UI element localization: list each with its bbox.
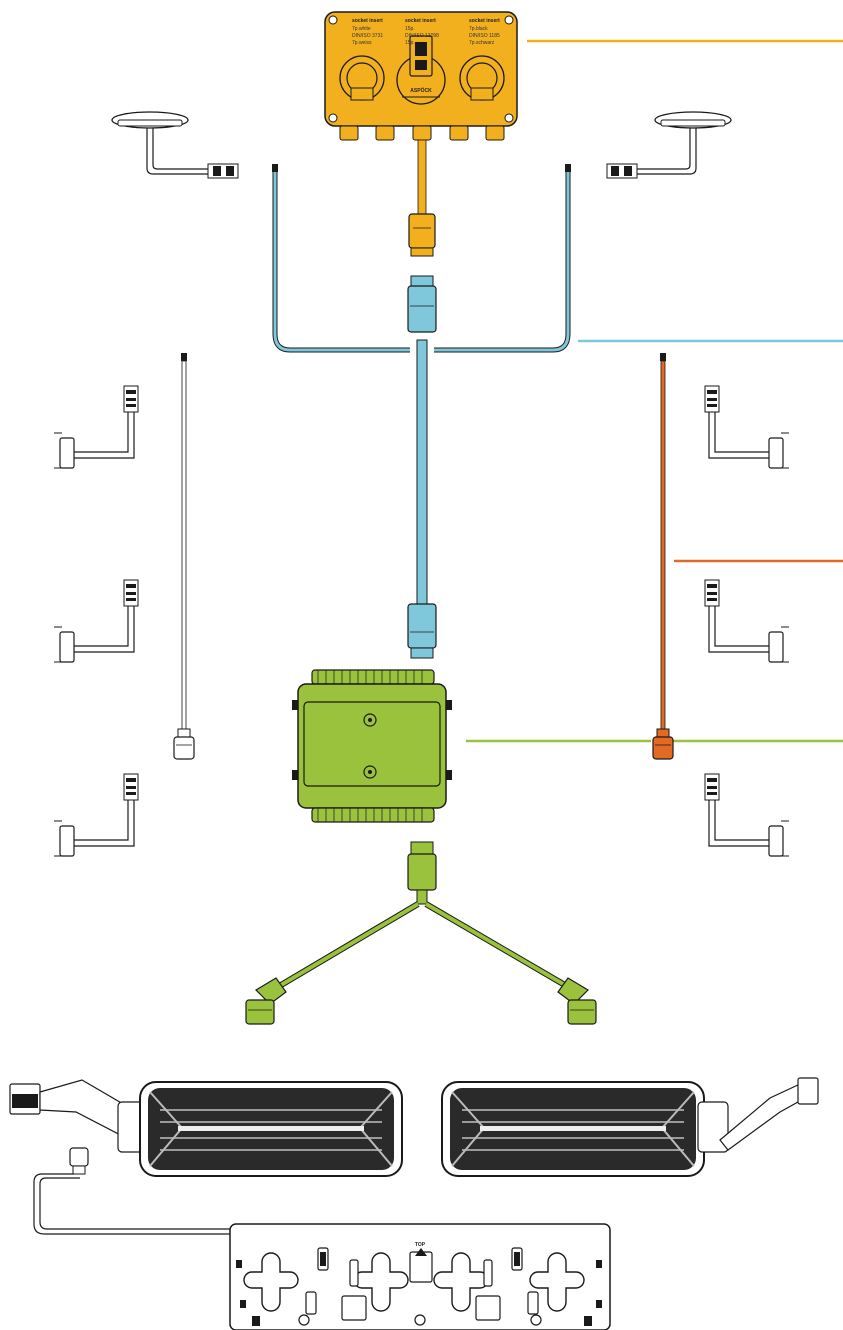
- socket-box-ports: [339, 125, 505, 141]
- yellow-plug-icon: [408, 213, 436, 257]
- orange-cable: [652, 353, 674, 760]
- socket-right-label-2: 7p.black: [469, 26, 488, 32]
- socket-left-icon: [339, 55, 385, 101]
- mounting-plate-top-label: TOP: [415, 1242, 426, 1248]
- socket-box: ASPÖCK socket insert 7p.white DIN/ISO 37…: [324, 11, 518, 141]
- socket-left-label-3: DIN/ISO 3731: [352, 33, 383, 39]
- tail-light-right-icon: [441, 1077, 819, 1177]
- side-marker-lamp-left-1-icon: [53, 385, 139, 469]
- socket-center-label-1: socket insert: [405, 18, 436, 24]
- tail-light-cable: [33, 1147, 238, 1235]
- brand-label: ASPÖCK: [410, 87, 432, 94]
- socket-center-label-4: 15p.: [405, 40, 415, 46]
- side-marker-lamp-right-3-icon: [704, 773, 790, 857]
- antenna-lamp-right-icon: [606, 111, 732, 179]
- side-marker-lamp-right-2-icon: [704, 579, 790, 663]
- tail-light-left-icon: [9, 1079, 403, 1177]
- side-marker-lamp-left-3-icon: [53, 773, 139, 857]
- side-marker-lamp-right-1-icon: [704, 385, 790, 469]
- antenna-lamp-left-icon: [111, 111, 239, 179]
- side-marker-lamp-left-2-icon: [53, 579, 139, 663]
- green-y-harness: [245, 841, 597, 1025]
- junction-box-icon: [292, 669, 452, 823]
- socket-center-label-3: DIN/ISO 12098: [405, 33, 439, 39]
- socket-center-icon: ASPÖCK: [396, 35, 446, 105]
- mounting-plate: TOP: [229, 1223, 611, 1330]
- socket-right-label-3: DIN/ISO 1185: [469, 33, 500, 39]
- socket-left-label-2: 7p.white: [352, 26, 371, 32]
- socket-left-label-4: 7p.weiss: [352, 40, 372, 46]
- yellow-cable: [417, 139, 427, 215]
- socket-left-label-1: socket insert: [352, 18, 383, 24]
- white-cable: [173, 353, 195, 760]
- socket-right-label-1: socket insert: [469, 18, 500, 24]
- blue-harness: [272, 164, 571, 659]
- socket-center-label-2: 15p.: [405, 26, 415, 32]
- socket-right-icon: [459, 55, 505, 101]
- socket-right-label-4: 7p.schwarz: [469, 40, 495, 46]
